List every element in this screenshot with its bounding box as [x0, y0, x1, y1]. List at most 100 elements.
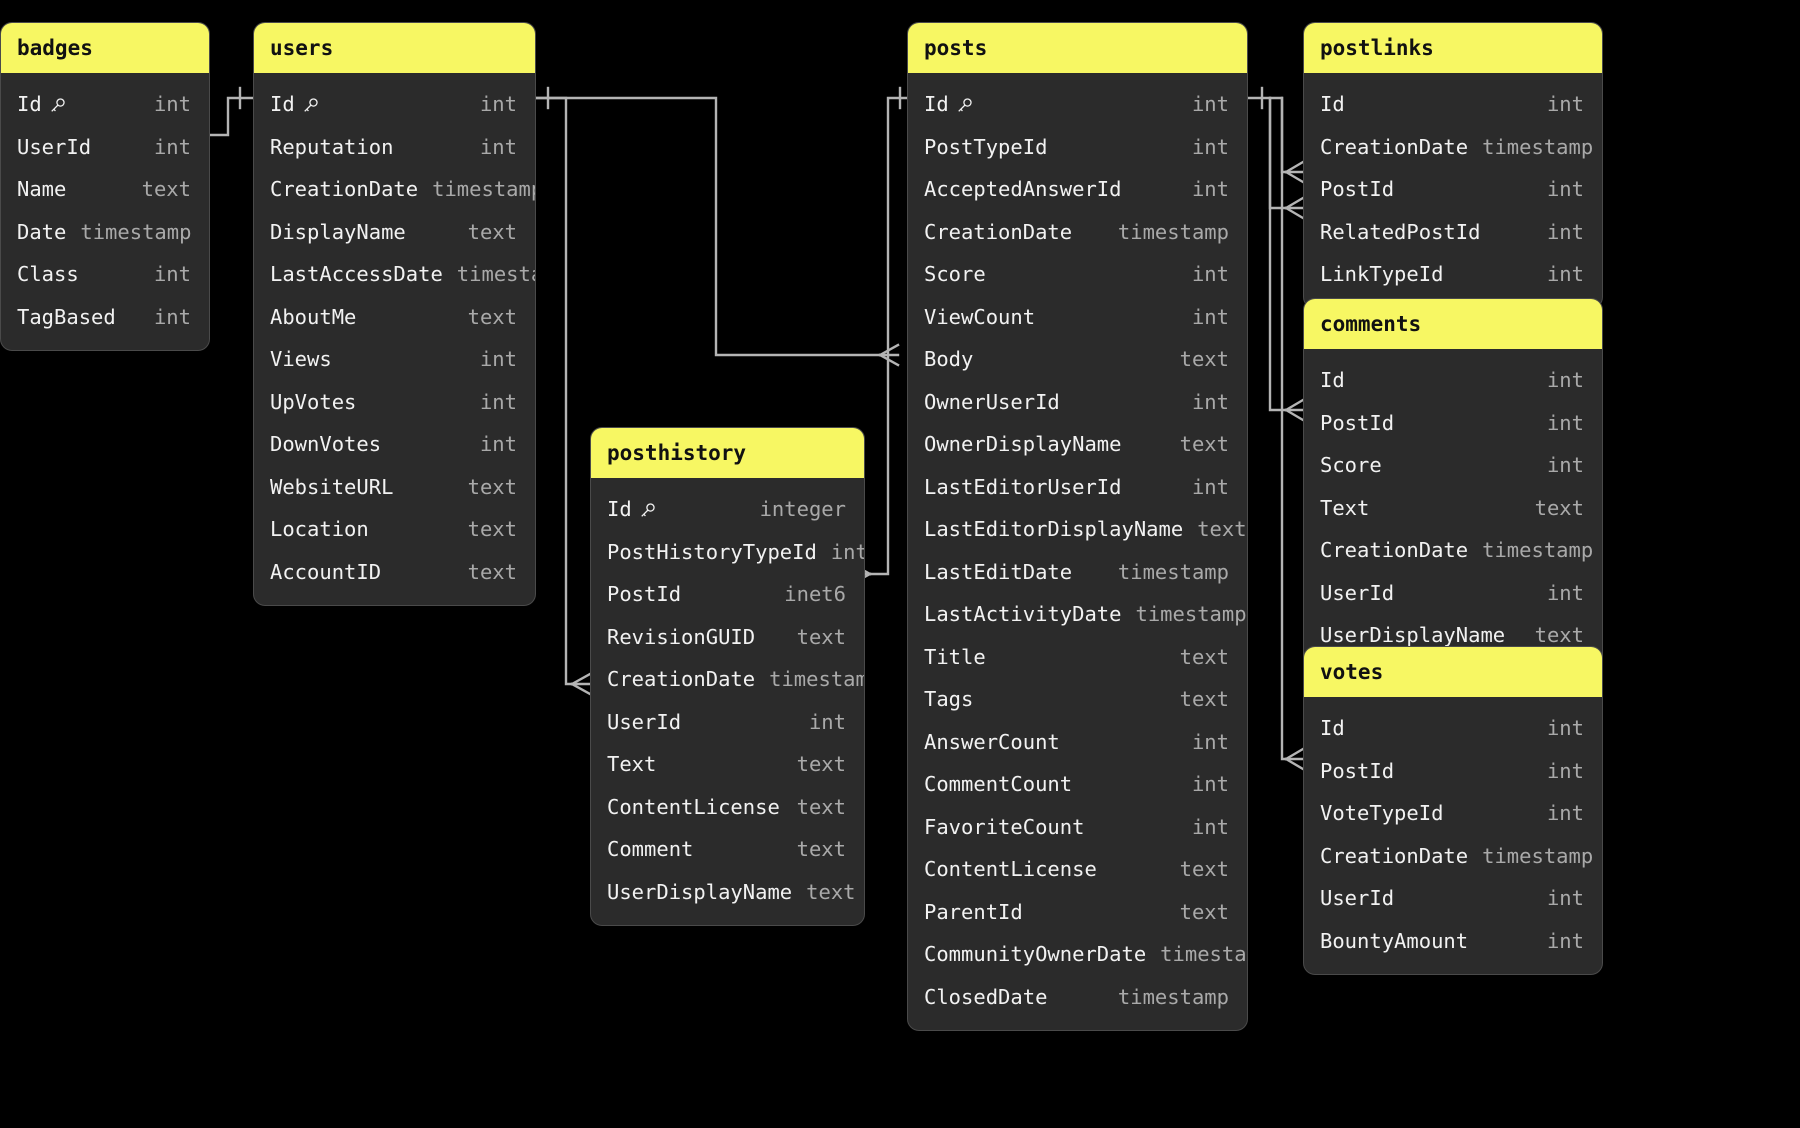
field-row[interactable]: Id int — [1304, 83, 1602, 126]
field-name-wrap: ContentLicense — [924, 857, 1097, 881]
field-name-wrap: Views — [270, 347, 332, 371]
field-name-wrap: Id — [17, 92, 66, 116]
field-name: BountyAmount — [1320, 928, 1469, 953]
field-name-wrap: Id — [1320, 92, 1345, 116]
field-type: int — [1546, 92, 1584, 117]
field-row[interactable]: LastAccessDatetimestamp — [254, 253, 535, 296]
field-name: Score — [1320, 453, 1382, 478]
field-name-wrap: ViewCount — [924, 305, 1035, 329]
field-name: OwnerDisplayName — [924, 432, 1122, 457]
field-name-wrap: PostId — [1320, 411, 1394, 435]
field-type: int — [153, 134, 191, 159]
field-name-wrap: RevisionGUID — [607, 625, 755, 649]
field-name-wrap: PostId — [1320, 177, 1394, 201]
field-name-wrap: VoteTypeId — [1320, 801, 1443, 825]
field-name-wrap: LastAccessDate — [270, 262, 443, 286]
field-name: PostId — [1320, 177, 1395, 202]
field-row[interactable]: CommunityOwnerDatetimestamp — [908, 933, 1247, 976]
field-name: Tags — [924, 687, 974, 712]
field-type: int — [1191, 474, 1229, 499]
field-name: UserDisplayName — [607, 879, 793, 904]
field-name: PostId — [1320, 410, 1395, 435]
field-name-wrap: DisplayName — [270, 220, 406, 244]
field-name: Id — [17, 92, 42, 117]
field-name: Id — [270, 92, 295, 117]
field-name-wrap: CommentCount — [924, 772, 1072, 796]
